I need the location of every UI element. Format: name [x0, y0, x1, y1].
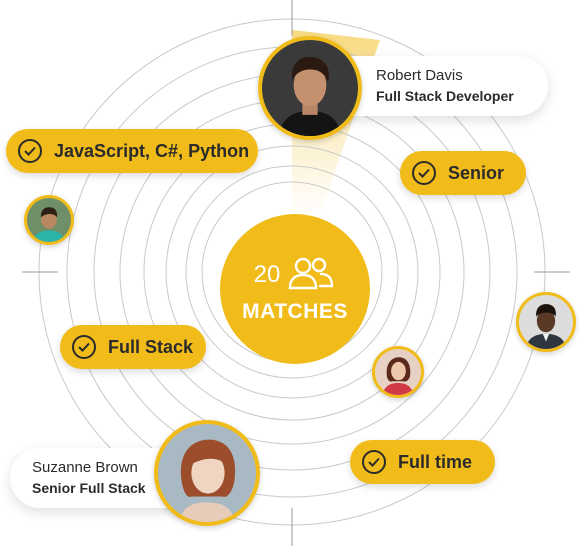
candidate-role: Senior Full Stack	[32, 480, 146, 496]
avatar-suzanne[interactable]	[154, 420, 260, 526]
avatar-candidate-left[interactable]	[24, 195, 74, 245]
matches-count: 20	[253, 261, 281, 288]
check-circle-icon	[72, 335, 96, 359]
tag-full-stack[interactable]: Full Stack	[60, 325, 206, 369]
users-icon	[286, 255, 336, 296]
tag-senior[interactable]: Senior	[400, 151, 526, 195]
avatar-candidate-center[interactable]	[372, 346, 424, 398]
radar-ring	[165, 145, 419, 399]
matches-badge[interactable]: 20 MATCHES	[220, 214, 370, 364]
check-circle-icon	[18, 139, 42, 163]
radar-ring	[185, 165, 399, 379]
tag-label: Senior	[448, 162, 505, 183]
tag-full-time[interactable]: Full time	[350, 440, 495, 484]
check-circle-icon	[362, 450, 386, 474]
avatar-robert[interactable]	[258, 36, 362, 140]
check-circle-icon	[412, 161, 436, 185]
tag-label: JavaScript, C#, Python	[54, 140, 250, 161]
avatar-candidate-right[interactable]	[516, 292, 576, 352]
tag-label: Full Stack	[108, 336, 194, 357]
tag-javascript[interactable]: JavaScript, C#, Python	[6, 129, 258, 173]
candidate-role: Full Stack Developer	[376, 88, 514, 104]
matches-label: MATCHES	[242, 299, 348, 323]
candidate-name: Robert Davis	[376, 67, 463, 84]
tag-label: Full time	[398, 451, 473, 472]
candidate-name: Suzanne Brown	[32, 459, 138, 476]
